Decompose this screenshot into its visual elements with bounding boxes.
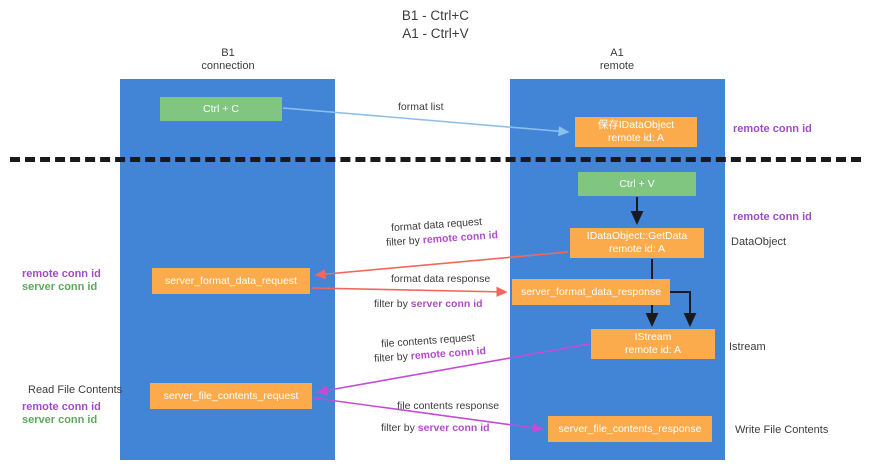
node-server-format-data-request-label: server_format_data_request [165, 274, 297, 287]
annotation-data-object-text: DataObject [731, 236, 787, 248]
filter-prefix: filter by [373, 350, 412, 365]
node-ctrl-v-label: Ctrl + V [619, 177, 655, 190]
filter-prefix: filter by [381, 422, 418, 434]
node-server-file-contents-response[interactable]: server_file_contents_response [548, 416, 712, 442]
lane-header-a1: A1 remote [517, 47, 717, 73]
edge-label-format-data-response-filter: filter by server conn id [374, 297, 483, 311]
node-ctrl-c-label: Ctrl + C [203, 102, 239, 115]
node-idataobject-save-line1: 保存IDataObject [597, 119, 675, 131]
filter-prefix: filter by [374, 298, 411, 310]
lane-b1-subtitle: connection [201, 60, 255, 72]
node-server-file-contents-request-label: server_file_contents_request [163, 389, 299, 402]
edge-label-file-contents-response-filter: filter by server conn id [381, 421, 490, 435]
lane-b1-name: B1 [221, 47, 235, 59]
edge-label-file-contents-response: file contents response [397, 400, 500, 412]
node-server-file-contents-request[interactable]: server_file_contents_request [150, 383, 312, 409]
annotation-server-conn-id-text: server conn id [22, 281, 98, 293]
node-server-format-data-response[interactable]: server_format_data_response [512, 279, 670, 305]
annotation-server-conn-id-text: server conn id [22, 414, 98, 426]
node-ctrl-v[interactable]: Ctrl + V [578, 172, 696, 196]
annotation-data-object: DataObject [731, 236, 786, 249]
node-server-format-data-request[interactable]: server_format_data_request [152, 268, 310, 294]
filter-prefix: filter by [385, 234, 424, 249]
title-line-2: A1 - Ctrl+V [402, 26, 469, 41]
annotation-write-file-contents-text: Write File Contents [735, 424, 829, 436]
page-title: B1 - Ctrl+C A1 - Ctrl+V [0, 7, 871, 43]
annotation-remote-conn-id-top: remote conn id [733, 123, 812, 136]
phase-divider [10, 157, 861, 162]
annotation-istream: Istream [729, 341, 766, 354]
node-server-file-contents-response-label: server_file_contents_response [558, 422, 702, 435]
annotation-remote-conn-id-text: remote conn id [733, 123, 812, 135]
node-idataobject-save-line2: remote id: A [607, 132, 665, 144]
edge-format-data-response [311, 286, 508, 297]
filter-key-server-conn-id: server conn id [410, 298, 483, 310]
lane-header-b1: B1 connection [128, 47, 328, 73]
node-getdata-line2: remote id: A [608, 243, 666, 255]
filter-key-server-conn-id: server conn id [417, 422, 490, 434]
edge-label-format-data-response: format data response [391, 273, 491, 285]
filter-key-remote-conn-id: remote conn id [410, 345, 487, 363]
node-idataobject-getdata[interactable]: IDataObject::GetData remote id: A [570, 228, 704, 258]
annotation-istream-text: Istream [729, 341, 766, 353]
node-ctrl-c[interactable]: Ctrl + C [160, 97, 282, 121]
lane-a1-name: A1 [610, 47, 624, 59]
annotation-remote-conn-id-mid: remote conn id [733, 211, 812, 224]
annotation-write-file-contents: Write File Contents [735, 424, 828, 437]
node-istream-line1: IStream [634, 331, 672, 343]
annotation-read-file-contents: Read File Contents [28, 384, 122, 397]
annotation-remote-conn-id-text: remote conn id [22, 401, 101, 413]
annotation-read-file-contents-text: Read File Contents [28, 384, 123, 396]
title-line-1: B1 - Ctrl+C [401, 8, 470, 23]
lane-a1-subtitle: remote [599, 60, 635, 72]
annotation-left-conn-ids-mid: remote conn id server conn id [22, 268, 101, 294]
annotation-remote-conn-id-text: remote conn id [733, 211, 812, 223]
annotation-remote-conn-id-text: remote conn id [22, 268, 101, 280]
node-istream[interactable]: IStream remote id: A [591, 329, 715, 359]
annotation-left-conn-ids-bottom: remote conn id server conn id [22, 401, 101, 427]
node-istream-line2: remote id: A [624, 344, 682, 356]
edge-label-format-list: format list [398, 101, 444, 113]
filter-key-remote-conn-id: remote conn id [422, 229, 499, 247]
node-server-format-data-response-label: server_format_data_response [520, 285, 662, 298]
node-idataobject-save[interactable]: 保存IDataObject remote id: A [575, 117, 697, 147]
node-getdata-line1: IDataObject::GetData [586, 230, 688, 242]
